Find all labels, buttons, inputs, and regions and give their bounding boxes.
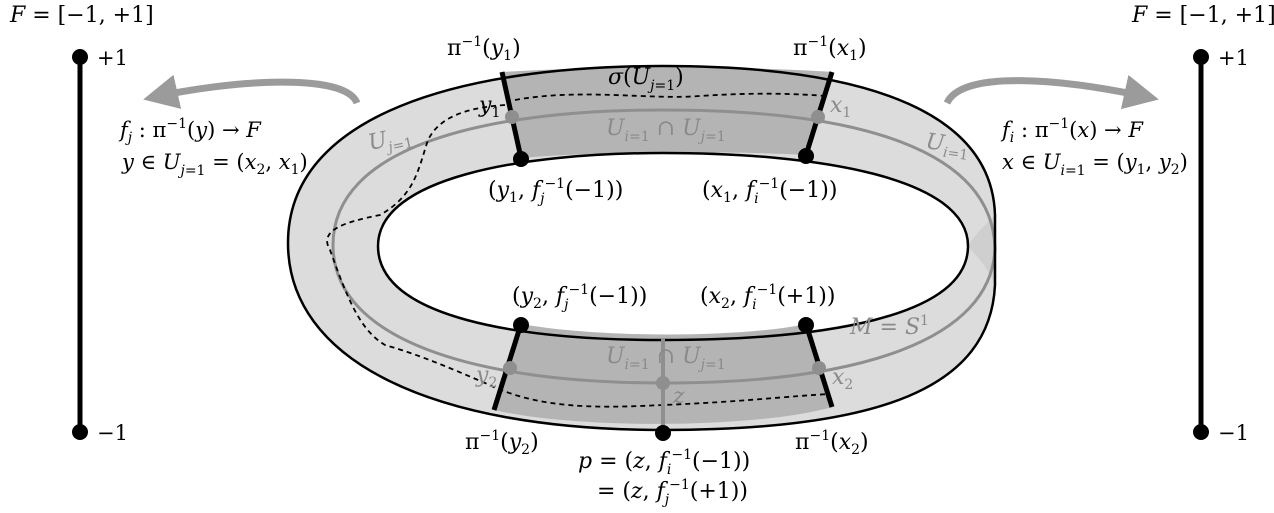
band-inner-edge: [376, 151, 970, 342]
label-base-manifold: M = S1: [849, 313, 929, 340]
label-x1-minus: (x1, fi−1(−1)): [702, 176, 837, 207]
point-y2: [503, 361, 517, 375]
band-inner-face: [968, 215, 995, 285]
point-y2-minus: [513, 317, 529, 333]
label-y1-minus: (y1, fj−1(−1)): [488, 176, 623, 207]
band-surface: [288, 66, 995, 430]
label-point-z: z: [672, 384, 685, 409]
label-overlap-top: Ui=1 ∩ Uj=1: [606, 116, 726, 145]
point-x1-minus: [798, 148, 814, 164]
band-outer-edge: [286, 64, 997, 432]
left-fiber-top-label: +1: [97, 46, 128, 70]
label-x2-plus: (x2, fi−1(+1)): [700, 282, 835, 313]
label-y2-minus: (y2, fj−1(−1)): [512, 282, 647, 313]
point-z: [656, 376, 670, 390]
point-x2: [812, 361, 826, 375]
right-fiber: F = [−1, +1] +1 −1 fi : π−1(x) → F x ∈ U…: [943, 3, 1274, 445]
label-p-line1: p = (z, fi−1(−1)): [578, 447, 750, 478]
point-y1-minus: [513, 151, 529, 167]
left-fiber-bottom-label: −1: [97, 421, 128, 445]
right-fiber-bottom-label: −1: [1218, 421, 1249, 445]
right-fiber-bottom-point: [1193, 424, 1209, 440]
point-y1: [505, 110, 519, 124]
left-map-arrow: [143, 74, 361, 109]
left-fiber-title: F = [−1, +1]: [9, 3, 154, 28]
label-fiber-top-x1: π−1(x1): [793, 34, 867, 64]
label-overlap-bottom: Ui=1 ∩ Uj=1: [606, 344, 726, 373]
right-fiber-title: F = [−1, +1]: [1131, 3, 1274, 28]
label-point-x2: x2: [832, 365, 853, 393]
label-fiber-bottom-y2: π−1(y2): [465, 428, 539, 458]
right-map-line2: x ∈ Ui=1 = (y1, y2): [1002, 150, 1188, 179]
band-labels: π−1(y1) π−1(x1) σ(Uj=1) Ui=1 ∩ Uj=1 Ui=1…: [366, 34, 971, 508]
mobius-band: [286, 64, 997, 441]
left-fiber-top-point: [72, 49, 88, 65]
label-chart-i: Ui=1: [924, 129, 971, 164]
label-point-y1: y1: [478, 93, 500, 121]
section-curve-top: [514, 92, 827, 101]
overlap-top-panel: [502, 67, 832, 158]
left-fiber-bottom-point: [72, 424, 88, 440]
left-map-line2: y ∈ Uj=1 = (x2, x1): [121, 150, 308, 179]
point-x2-plus: [798, 317, 814, 333]
right-map-arrow: [943, 74, 1159, 110]
label-point-y2: y2: [475, 363, 497, 391]
label-point-x1: x1: [830, 93, 851, 121]
point-x1: [811, 110, 825, 124]
label-fiber-top-y1: π−1(y1): [447, 34, 521, 64]
point-p: [655, 425, 671, 441]
right-fiber-top-label: +1: [1218, 46, 1249, 70]
label-p-line2: = (z, fj−1(+1)): [597, 477, 748, 508]
right-fiber-top-point: [1193, 49, 1209, 65]
label-fiber-bottom-x2: π−1(x2): [795, 428, 869, 458]
left-map-line1: fj : π−1(y) → F: [118, 116, 262, 146]
label-section: σ(Uj=1): [608, 65, 684, 94]
right-map-line1: fi : π−1(x) → F: [1000, 116, 1144, 146]
left-fiber: F = [−1, +1] +1 −1 fj : π−1(y) → F y ∈ U…: [9, 3, 361, 445]
